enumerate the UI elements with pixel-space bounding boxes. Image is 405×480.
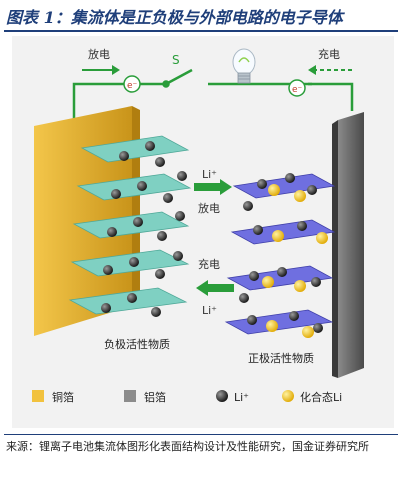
charge-label-top: 充电 [318, 47, 340, 61]
lithium-ion-label-top: Li⁺ [202, 168, 217, 181]
title-divider [4, 30, 398, 32]
cathode-compound-lithium [262, 184, 328, 338]
battery-diagram: S e⁻ e⁻ 放电 充电 [32, 47, 364, 404]
external-circuit [72, 82, 354, 126]
electron-icon-right: e⁻ [288, 79, 306, 97]
legend-label-lithium-ion: Li⁺ [234, 391, 249, 404]
charge-label-middle: 充电 [198, 257, 220, 271]
light-bulb-icon [232, 48, 256, 84]
legend: 铜箔 铝箔 Li⁺ 化合态Li [32, 390, 342, 404]
legend-swatch-aluminum [124, 390, 136, 402]
legend-label-copper: 铜箔 [52, 390, 74, 404]
source-divider [4, 434, 398, 435]
charge-arrow-middle [196, 280, 234, 296]
legend-swatch-compound-lithium [282, 390, 294, 402]
discharge-label-top: 放电 [88, 47, 110, 61]
discharge-label-middle: 放电 [198, 201, 220, 215]
legend-swatch-copper [32, 390, 44, 402]
switch-label: S [172, 53, 180, 67]
charge-arrow-top [308, 65, 352, 75]
anode-lithium-ions [101, 141, 187, 317]
legend-swatch-lithium-ion [216, 390, 228, 402]
svg-text:e⁻: e⁻ [127, 81, 138, 91]
lithium-ion-label-bottom: Li⁺ [202, 304, 217, 317]
source-note: 来源：锂离子电池集流体图形化表面结构设计及性能研究，国金证券研究所 [6, 440, 369, 453]
discharge-arrow-top [82, 65, 120, 75]
legend-label-compound-lithium: 化合态Li [300, 390, 342, 404]
cathode-active-layers [224, 173, 336, 335]
cathode-lithium-ions [239, 173, 323, 333]
negative-material-label: 负极活性物质 [104, 337, 170, 351]
figure-title: 图表 1：集流体是正负极与外部电路的电子导体 [6, 8, 343, 27]
diagram-panel: S e⁻ e⁻ 放电 充电 [12, 36, 394, 428]
electron-icon-left: e⁻ [123, 75, 141, 93]
positive-material-label: 正极活性物质 [248, 351, 314, 365]
aluminum-foil [332, 112, 364, 378]
svg-text:e⁻: e⁻ [292, 85, 303, 95]
legend-label-aluminum: 铝箔 [144, 390, 166, 404]
switch [162, 68, 193, 88]
discharge-arrow-middle [194, 179, 232, 195]
